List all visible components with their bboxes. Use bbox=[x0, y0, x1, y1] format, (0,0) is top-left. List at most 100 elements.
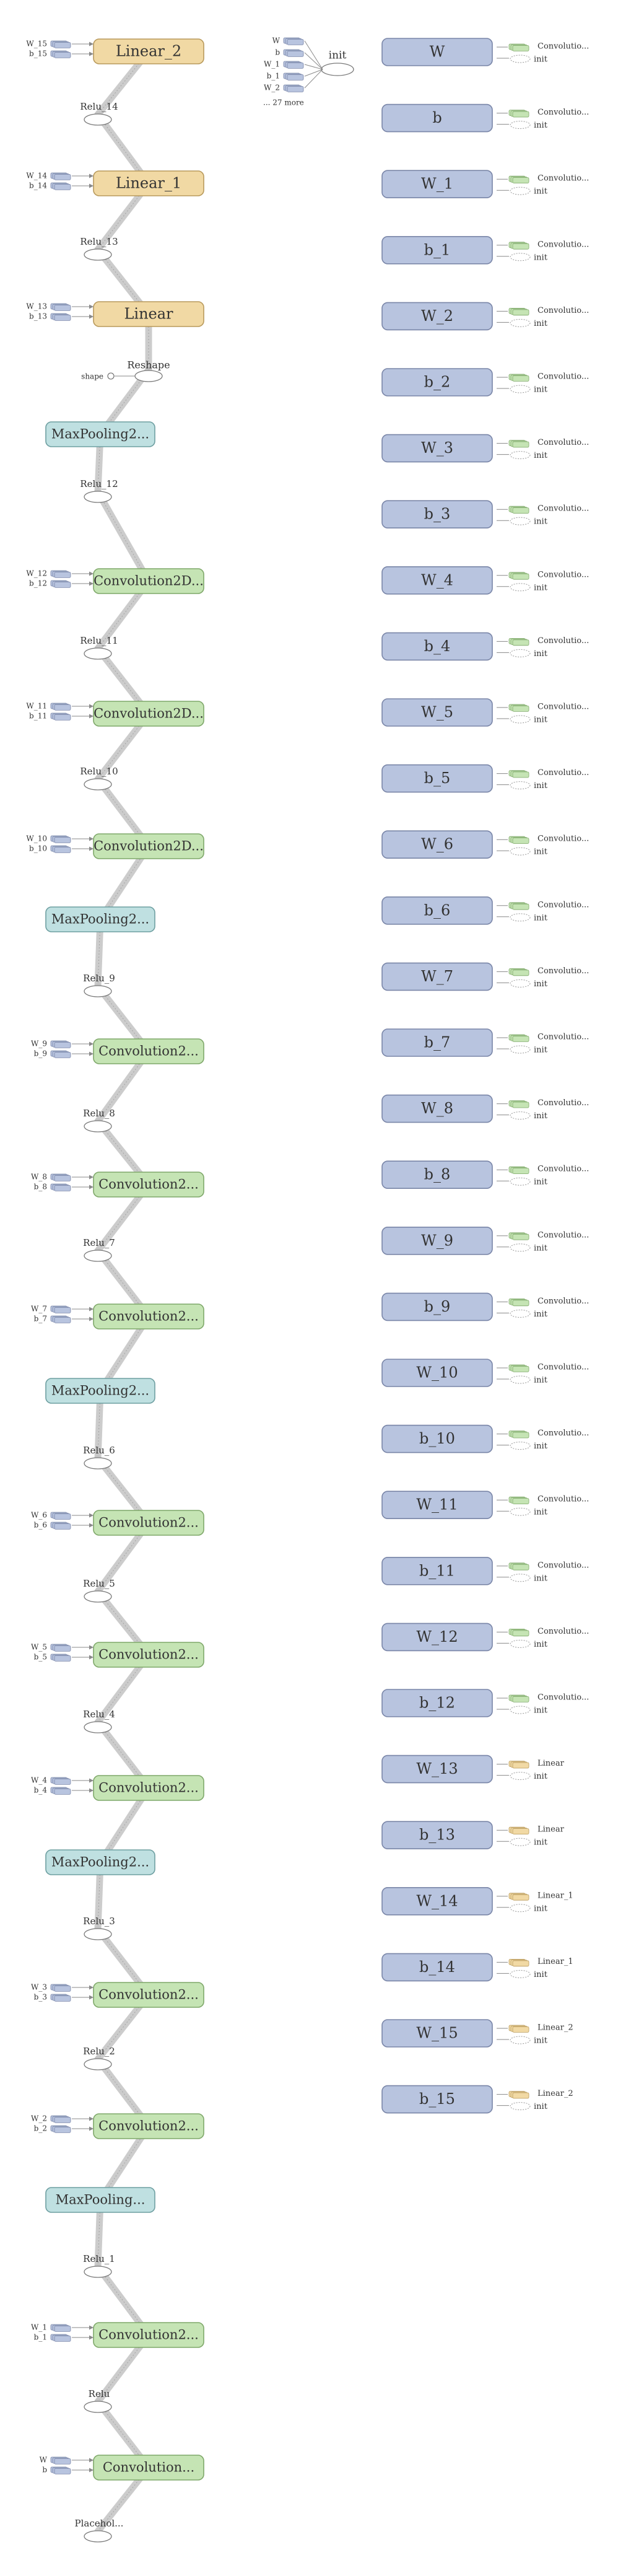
relu-node: Relu_11 bbox=[80, 635, 118, 660]
param-icon bbox=[50, 845, 71, 853]
node-box bbox=[381, 632, 493, 661]
node-label: Placehol... bbox=[75, 2518, 124, 2529]
chain-edge bbox=[94, 488, 152, 585]
convolution-icon bbox=[508, 1232, 529, 1240]
param-icon bbox=[50, 1787, 71, 1795]
init-label: init bbox=[534, 2036, 548, 2046]
node-box bbox=[381, 896, 493, 925]
variable-label: b_14 bbox=[419, 1958, 455, 1976]
node-label: Relu_5 bbox=[83, 1578, 115, 1589]
init-label: init bbox=[534, 1111, 548, 1121]
variable-label: W_12 bbox=[416, 1628, 458, 1645]
param-icon bbox=[50, 1512, 71, 1520]
node-box bbox=[93, 701, 204, 727]
node-label: Relu_4 bbox=[83, 1709, 115, 1720]
node-label: Convolution... bbox=[103, 2460, 194, 2475]
node-label: Convolution2D... bbox=[94, 574, 204, 589]
relu-node: Relu_8 bbox=[83, 1108, 115, 1132]
arrow-head bbox=[89, 2468, 94, 2473]
param-label: b_3 bbox=[34, 1993, 47, 2002]
init-ellipse bbox=[510, 186, 531, 195]
convolution-icon bbox=[508, 110, 529, 118]
node-box bbox=[93, 2455, 204, 2481]
node-label: Convolution2... bbox=[98, 1647, 199, 1662]
maxpooling-node: MaxPooling... bbox=[45, 2187, 155, 2213]
init-edge bbox=[304, 69, 323, 89]
variable-label: b_11 bbox=[419, 1562, 455, 1579]
init-ellipse bbox=[510, 1838, 531, 1846]
chain-edge-hatch bbox=[97, 1121, 149, 1185]
init-ellipse bbox=[510, 121, 531, 129]
convolution-icon bbox=[508, 704, 529, 712]
linear-node: Linear_2W_15b_15 bbox=[26, 38, 204, 64]
shape-label: shape bbox=[81, 372, 103, 381]
param-icon bbox=[50, 1305, 71, 1313]
node-label: Convolution2... bbox=[98, 2119, 199, 2134]
arrow-head bbox=[89, 1185, 94, 1189]
node-box bbox=[381, 1755, 493, 1784]
node-box bbox=[93, 1775, 204, 1801]
node-box bbox=[93, 1303, 204, 1330]
variable-label: W_3 bbox=[421, 439, 453, 457]
convolution-node: Convolution2...W_4b_4 bbox=[31, 1775, 204, 1801]
node-label: MaxPooling2... bbox=[51, 1383, 149, 1398]
node-box bbox=[45, 421, 155, 447]
param-label: b_13 bbox=[29, 312, 47, 321]
convolution-icon bbox=[508, 1628, 529, 1637]
chain-edge-hatch bbox=[97, 1390, 101, 1459]
relu-node: Relu_4 bbox=[83, 1709, 115, 1733]
param-icon bbox=[50, 570, 71, 578]
init-ellipse bbox=[510, 318, 531, 327]
param-label: W_6 bbox=[31, 1511, 47, 1520]
node-box bbox=[93, 170, 204, 196]
init-label: init bbox=[534, 1838, 548, 1847]
node-box bbox=[381, 302, 493, 331]
variable-label: W_11 bbox=[416, 1496, 458, 1514]
node-label: Relu_13 bbox=[80, 236, 118, 247]
init-ellipse bbox=[510, 1442, 531, 1450]
convolution-node: Convolution...Wb bbox=[40, 2455, 204, 2481]
consumer-label: Convolutio... bbox=[537, 1363, 589, 1372]
node-box bbox=[93, 1642, 204, 1668]
param-icon bbox=[50, 1173, 71, 1181]
param-icon bbox=[50, 2334, 71, 2342]
init-label: init bbox=[534, 649, 548, 659]
chain-edge-hatch bbox=[100, 1316, 149, 1391]
variable-label: b bbox=[432, 109, 442, 126]
param-label: W_14 bbox=[26, 172, 47, 180]
convolution-icon bbox=[508, 902, 529, 910]
param-icon bbox=[50, 835, 71, 843]
init-ellipse bbox=[510, 2036, 531, 2044]
init-ellipse bbox=[510, 1507, 531, 1516]
node-label: Relu_6 bbox=[83, 1445, 115, 1456]
param-label: b_1 bbox=[34, 2333, 47, 2342]
init-ellipse bbox=[510, 649, 531, 657]
node-ellipse bbox=[84, 2530, 112, 2543]
arrow-head bbox=[89, 42, 94, 46]
convolution-icon bbox=[508, 1562, 529, 1571]
init-ellipse bbox=[510, 55, 531, 63]
variable-label: b_10 bbox=[419, 1430, 455, 1447]
convolution-icon bbox=[508, 1694, 529, 1702]
node-label: MaxPooling2... bbox=[51, 912, 149, 927]
linear-icon bbox=[508, 1761, 529, 1769]
init-ellipse bbox=[510, 451, 531, 460]
node-label: Convolution2... bbox=[98, 1309, 199, 1324]
init-ellipse bbox=[510, 1177, 531, 1186]
maxpooling-node: MaxPooling2... bbox=[45, 1849, 155, 1875]
linear-icon bbox=[508, 2091, 529, 2099]
param-label: b_14 bbox=[29, 182, 47, 190]
arrow-head bbox=[89, 836, 94, 841]
arrow-head bbox=[89, 2335, 94, 2340]
init-label: init bbox=[534, 319, 548, 328]
chain-edge-hatch bbox=[97, 1591, 149, 1655]
convolution-node: Convolution2...W_5b_5 bbox=[31, 1642, 204, 1668]
convolution-icon bbox=[508, 506, 529, 514]
